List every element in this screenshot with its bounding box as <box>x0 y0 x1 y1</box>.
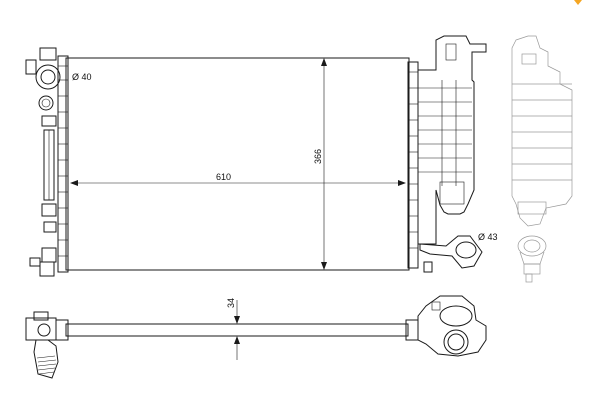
outlet-pipe <box>419 235 483 273</box>
left-tank <box>25 47 69 277</box>
top-view-inlet <box>25 311 59 379</box>
radiator-core <box>65 57 410 271</box>
front-view: 610 366 Ø 40 Ø 43 <box>25 35 498 277</box>
inlet-neck <box>35 64 61 111</box>
height-dimension-label: 366 <box>313 149 323 164</box>
side-view <box>511 35 573 283</box>
top-view-outlet <box>417 295 487 357</box>
outlet-diameter-label: Ø 43 <box>478 232 498 242</box>
thickness-dimension: 34 <box>226 298 240 360</box>
accent-mark <box>574 0 582 5</box>
inlet-diameter-label: Ø 40 <box>72 72 92 82</box>
width-dimension: 610 <box>70 172 406 186</box>
top-view: 34 <box>25 295 487 379</box>
top-view-core <box>65 323 409 337</box>
width-dimension-label: 610 <box>216 172 231 182</box>
height-dimension: 366 <box>313 58 327 270</box>
expansion-tank <box>417 35 487 245</box>
thickness-dimension-label: 34 <box>226 298 236 308</box>
